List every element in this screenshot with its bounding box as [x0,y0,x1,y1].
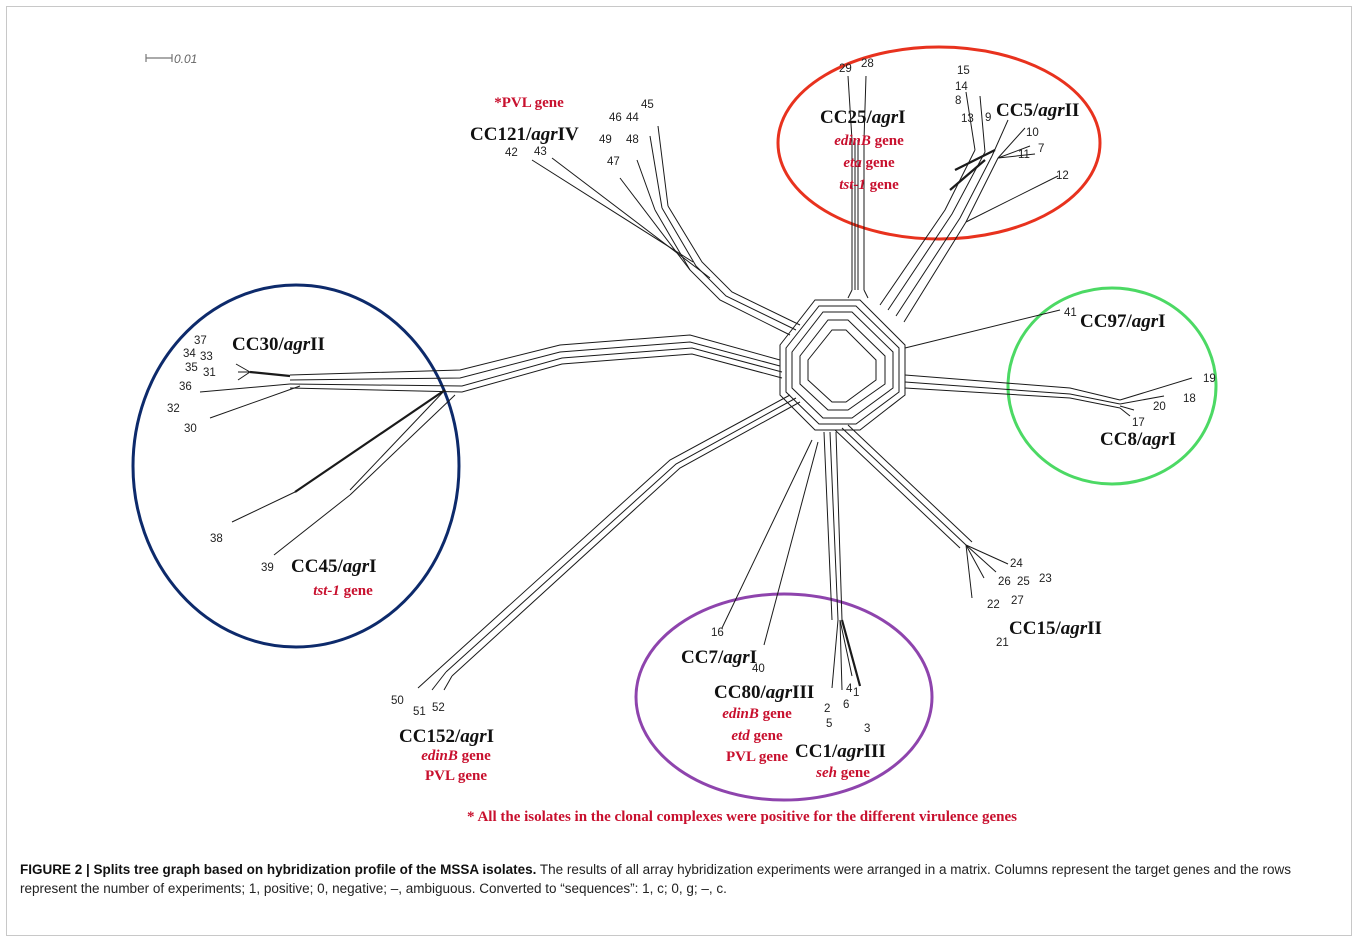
leaf-19: 19 [1203,373,1216,385]
leaf-52: 52 [432,702,445,714]
label-cc80: CC80/agrIII [714,682,814,703]
cluster-ellipse-red [776,45,1102,241]
cluster-ellipse-purple [634,592,934,802]
leaf-21: 21 [996,637,1009,649]
leaf-10: 10 [1026,127,1039,139]
label-cc15: CC15/agrII [1009,618,1102,639]
leaf-16: 16 [711,627,724,639]
gene-cc25-1: eta gene [843,155,895,171]
scale-bar: 0.01 [145,52,197,66]
scale-bar-label: 0.01 [174,52,197,66]
footnote: * All the isolates in the clonal complex… [467,809,1017,825]
leaf-8: 8 [955,95,961,107]
leaf-28: 28 [861,58,874,70]
leaf-45: 45 [641,99,654,111]
leaf-49: 49 [599,134,612,146]
gene-cc25-2: tst-1 gene [839,177,899,193]
gene-cc80-2: PVL gene [726,749,788,765]
leaf-20: 20 [1153,401,1166,413]
caption-text: The results of all array hybridization e… [20,862,1291,896]
figure-caption: FIGURE 2 | Splits tree graph based on hy… [20,860,1340,898]
label-cc121: CC121/agrIV [470,124,579,145]
leaf-40: 40 [752,663,765,675]
leaf-51: 51 [413,706,426,718]
leaf-27: 27 [1011,595,1024,607]
leaf-17: 17 [1132,417,1145,429]
leaf-44: 44 [626,112,639,124]
leaf-6: 6 [843,699,849,711]
leaf-42: 42 [505,147,518,159]
leaf-13: 13 [961,113,974,125]
label-cc7: CC7/agrI [681,647,757,668]
leaf-18: 18 [1183,393,1196,405]
leaf-36: 36 [179,381,192,393]
leaf-7: 7 [1038,143,1044,155]
leaf-47: 47 [607,156,620,168]
gene-cc121-0: *PVL gene [494,95,564,111]
leaf-33: 33 [200,351,213,363]
leaf-9: 9 [985,112,991,124]
leaf-38: 38 [210,533,223,545]
network-edges [199,75,1193,691]
leaf-32: 32 [167,403,180,415]
cluster-ellipse-navy [131,283,461,649]
label-cc152: CC152/agrI [399,726,494,747]
leaf-48: 48 [626,134,639,146]
leaf-15: 15 [957,65,970,77]
leaf-35: 35 [185,362,198,374]
leaf-22: 22 [987,599,1000,611]
leaf-37: 37 [194,335,207,347]
leaf-26: 26 [998,576,1011,588]
leaf-11: 11 [1018,149,1030,161]
cluster-ellipse-green [1006,286,1218,486]
leaf-4: 4 [846,683,853,695]
leaf-46: 46 [609,112,622,124]
leaf-1: 1 [853,687,859,699]
label-cc5: CC5/agrII [996,100,1079,121]
leaf-34: 34 [183,348,196,360]
gene-cc1-0: seh gene [815,765,870,781]
leaf-50: 50 [391,695,404,707]
gene-cc152-0: edinB gene [421,748,491,764]
label-cc30: CC30/agrII [232,334,325,355]
caption-figure-label: FIGURE 2 | Splits tree graph based on hy… [20,862,537,877]
figure-frame [6,6,1352,936]
leaf-3: 3 [864,723,870,735]
label-cc25: CC25/agrI [820,107,906,128]
leaf-5: 5 [826,718,832,730]
leaf-29: 29 [839,63,852,75]
leaf-23: 23 [1039,573,1052,585]
gene-cc25-0: edinB gene [834,133,904,149]
gene-cc80-0: edinB gene [722,706,792,722]
leaf-12: 12 [1056,170,1069,182]
leaf-39: 39 [261,562,274,574]
leaf-24: 24 [1010,558,1023,570]
gene-cc45-0: tst-1 gene [313,583,373,599]
label-cc1: CC1/agrIII [795,741,886,762]
leaf-14: 14 [955,81,968,93]
gene-cc80-1: etd gene [731,728,783,744]
gene-cc152-1: PVL gene [425,768,487,784]
leaf-numbers: 1 2 3 4 5 6 7 8 9 10 11 12 13 14 15 16 1… [167,58,1216,735]
leaf-31: 31 [203,367,216,379]
leaf-30: 30 [184,423,197,435]
label-cc8: CC8/agrI [1100,429,1176,450]
label-cc97: CC97/agrI [1080,311,1166,332]
leaf-2: 2 [824,703,830,715]
label-cc45: CC45/agrI [291,556,377,577]
leaf-43: 43 [534,146,547,158]
leaf-25: 25 [1017,576,1030,588]
leaf-41: 41 [1064,307,1077,319]
